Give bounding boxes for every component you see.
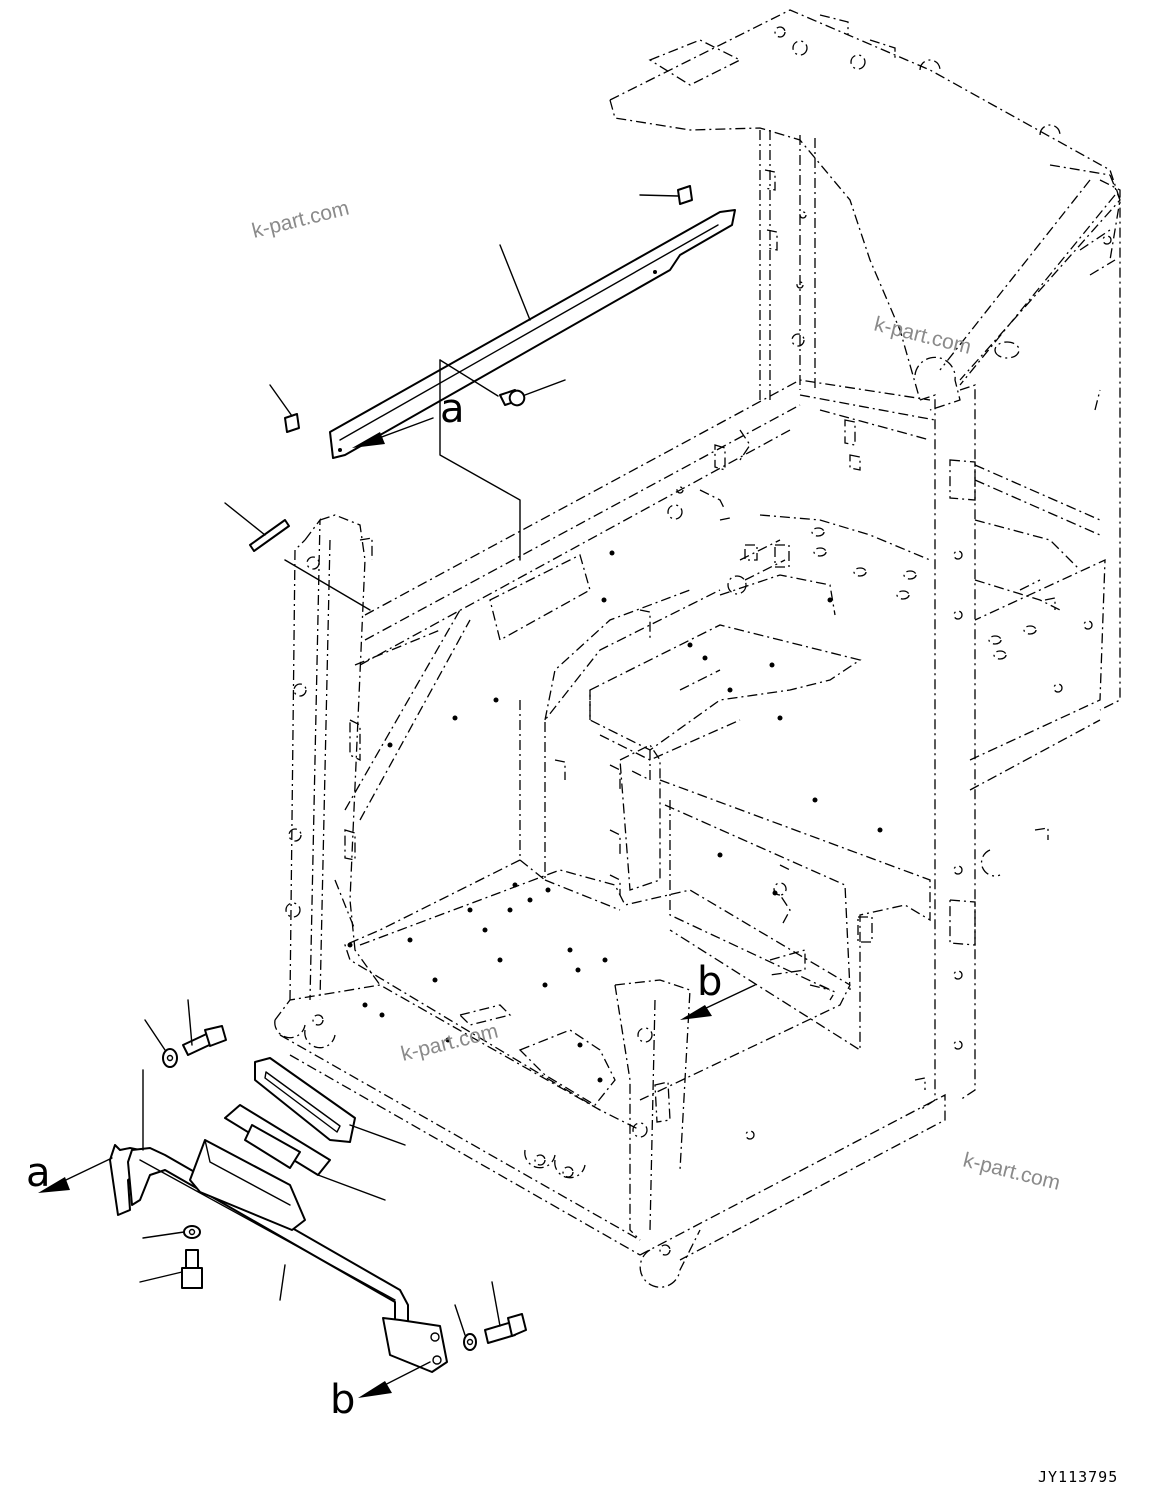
spacer-pad-top — [639, 185, 693, 205]
upper-cross-beam — [359, 379, 936, 666]
bolt-bottom-left — [139, 1249, 203, 1289]
floor-frame — [344, 514, 1081, 1111]
strip-bolt — [439, 359, 566, 407]
ref-letter-b-part: b — [330, 1377, 355, 1423]
strip-leaders — [284, 359, 521, 611]
bolt-right — [484, 1281, 527, 1344]
front-left-pillar — [285, 514, 381, 1001]
watermark: k-part.com — [961, 1149, 1063, 1195]
pin — [224, 502, 290, 552]
right-frame — [919, 174, 1121, 1111]
cab-roof — [609, 9, 1121, 401]
ref-letter-b-cab: b — [697, 959, 722, 1005]
watermark: k-part.com — [250, 197, 352, 243]
washer-top-left — [144, 1019, 178, 1068]
arrow-a-cab — [352, 417, 434, 448]
arrow-b-part — [358, 1361, 431, 1398]
watermark: k-part.com — [399, 1020, 501, 1066]
front-center-pillar — [614, 979, 691, 1241]
arrow-b-cab — [680, 984, 756, 1020]
washer-right — [454, 1304, 477, 1351]
bottom-frame — [274, 984, 946, 1288]
watermark: k-part.com — [872, 313, 974, 359]
drawing-code: JY113795 — [1038, 1468, 1118, 1486]
bolt-top-left — [182, 999, 227, 1056]
arrow-a-part — [38, 1157, 113, 1193]
rubber-pad — [254, 1057, 406, 1146]
side-brace — [344, 609, 471, 821]
washer-bottom-left — [142, 1225, 201, 1239]
handrail — [109, 1069, 448, 1373]
floor-holes — [347, 550, 883, 1083]
spacer-pad-left — [269, 384, 300, 433]
ref-letter-a-part: a — [26, 1150, 51, 1196]
rear-pillar — [759, 130, 816, 400]
mounting-plate — [189, 1104, 386, 1231]
ref-letter-a-cab: a — [440, 386, 465, 432]
upper-trim-strip — [329, 209, 736, 459]
roof-rail — [914, 179, 1116, 411]
